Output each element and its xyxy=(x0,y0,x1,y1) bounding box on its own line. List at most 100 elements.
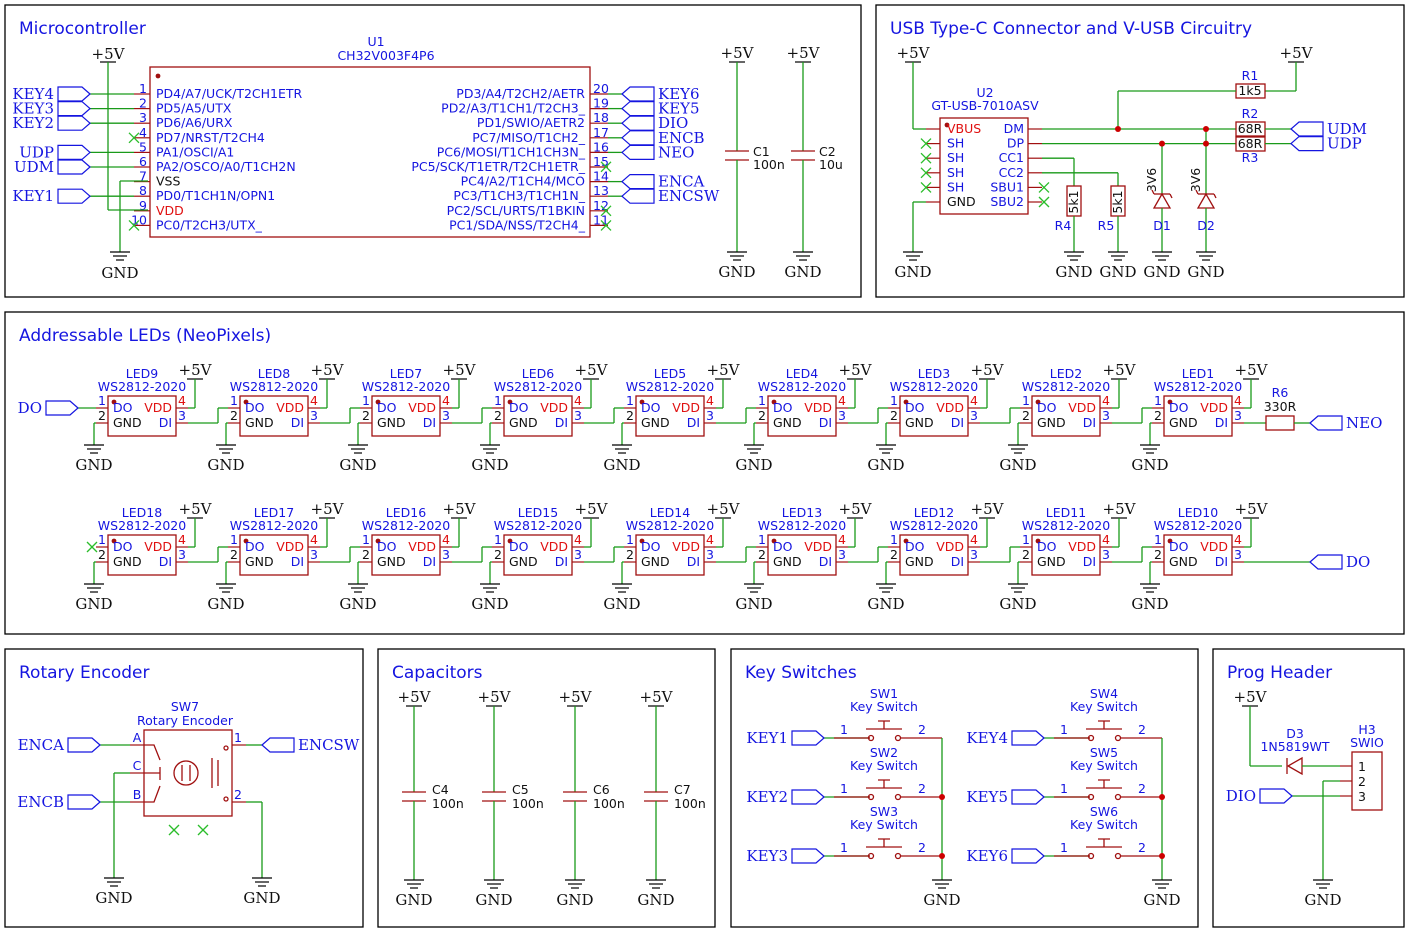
led-pin-name: GND xyxy=(1037,415,1066,430)
flag-shape xyxy=(67,737,101,753)
junction-dot xyxy=(939,794,945,800)
led-pin-num: 1 xyxy=(626,532,634,547)
led-ref: LED12 xyxy=(914,505,954,520)
u2-pin-name: VBUS xyxy=(947,121,981,136)
led-pin-num: 4 xyxy=(1234,532,1242,547)
u1-pin-name: PC7/MISO/T1CH2_ xyxy=(472,130,586,145)
junction-dot xyxy=(1203,140,1209,147)
section-title-encoder: Rotary Encoder xyxy=(19,663,150,683)
cap-value: 100n xyxy=(753,157,785,172)
net-flag-key6: KEY6 xyxy=(621,85,700,103)
flag-label: KEY5 xyxy=(966,788,1008,806)
led-part: WS2812-2020 xyxy=(1022,379,1110,394)
led-pin-name: DI xyxy=(423,415,436,430)
led-pin-num: 4 xyxy=(1102,393,1110,408)
led-pin-num: 4 xyxy=(574,393,582,408)
switch-actuator xyxy=(1086,838,1122,848)
flag-shape xyxy=(621,86,655,102)
switch-part: Key Switch xyxy=(850,699,918,714)
led-pin1-dot xyxy=(771,538,777,544)
led-body xyxy=(107,395,177,437)
led-pin-name: GND xyxy=(113,415,142,430)
flag-label: KEY6 xyxy=(658,85,700,103)
led-pin-name: DO xyxy=(509,539,529,554)
led-pin-num: 1 xyxy=(890,393,898,408)
led-pin-name: GND xyxy=(773,554,802,569)
led-body xyxy=(635,534,705,576)
gnd-label: GND xyxy=(867,595,904,613)
led-pin-name: DO xyxy=(1169,539,1189,554)
led-pin1-dot xyxy=(1167,399,1173,405)
sw7-ref: SW7 xyxy=(171,699,199,714)
net-flag-key6: KEY6 xyxy=(966,847,1045,865)
frame-keys xyxy=(730,648,1199,928)
led-body xyxy=(239,534,309,576)
u1-ref: U1 xyxy=(367,34,384,49)
led-pin-num: 2 xyxy=(1154,547,1162,562)
led-pin-num: 1 xyxy=(230,393,238,408)
led-pin-name: GND xyxy=(509,415,538,430)
led-pin-name: VDD xyxy=(936,400,964,415)
led-ref: LED8 xyxy=(258,366,290,381)
r2-ref: R2 xyxy=(1242,106,1259,121)
gnd-r4: GND xyxy=(1055,251,1093,281)
switch-pin-num: 2 xyxy=(1138,781,1146,796)
led-pin1-dot xyxy=(639,538,645,544)
net-flag-key1: KEY1 xyxy=(12,187,91,205)
zener-triangle xyxy=(1152,192,1172,209)
u1-pin-name: PC0/T2CH3/UTX_ xyxy=(156,217,263,232)
led-pin-num: 3 xyxy=(970,547,978,562)
r6-value: 330R xyxy=(1264,399,1297,414)
flag-shape xyxy=(45,400,79,416)
net-flag-dio: DIO xyxy=(1226,787,1293,805)
gnd-c7: GND xyxy=(637,879,675,909)
led-pin-num: 3 xyxy=(178,547,186,562)
gnd-led8: GND xyxy=(207,444,245,474)
led-pin1-dot xyxy=(243,538,249,544)
led-pin-name: DO xyxy=(905,400,925,415)
gnd-d1: GND xyxy=(1143,251,1181,281)
led-pin-name: DO xyxy=(1169,400,1189,415)
led-part: WS2812-2020 xyxy=(758,518,846,533)
led-pin-name: VDD xyxy=(672,539,700,554)
led-part: WS2812-2020 xyxy=(98,379,186,394)
led-pin-num: 2 xyxy=(362,547,370,562)
flag-label: UDP xyxy=(1327,135,1362,153)
no-connect-mark xyxy=(168,824,180,836)
flag-shape xyxy=(621,188,655,204)
u2-part: GT-USB-7010ASV xyxy=(931,98,1039,113)
led-pin-num: 1 xyxy=(1022,532,1030,547)
flag-shape xyxy=(1011,730,1045,746)
led-pin-name: DI xyxy=(555,415,568,430)
flag-label: ENCB xyxy=(17,793,64,811)
led-pin-num: 4 xyxy=(1102,532,1110,547)
led-pin-num: 3 xyxy=(1102,408,1110,423)
flag-shape xyxy=(621,174,655,190)
led-pin-num: 2 xyxy=(98,408,106,423)
u1-pin-number: 13 xyxy=(593,183,609,198)
u2-pin-name: CC1 xyxy=(999,150,1024,165)
led-pin-name: DO xyxy=(377,400,397,415)
led-pin1-dot xyxy=(639,399,645,405)
u1-pin-number: 2 xyxy=(139,96,147,111)
led-pin-name: VDD xyxy=(408,539,436,554)
vcc-c5: +5V xyxy=(478,688,512,707)
net-flag-key1: KEY1 xyxy=(746,729,825,747)
flag-shape xyxy=(1011,848,1045,864)
net-flag-udp: UDP xyxy=(1290,135,1362,153)
u2-pin-name: DM xyxy=(1004,121,1024,136)
led-pin-name: DI xyxy=(1083,415,1096,430)
vcc-label: +5V xyxy=(179,361,213,379)
nc-stroke-b xyxy=(1038,181,1050,193)
switch-contact xyxy=(1114,793,1122,801)
led-pin-name: DI xyxy=(819,554,832,569)
flag-shape xyxy=(261,737,295,753)
u1-pin-name: PC2/SCL/URTS/T1BKIN xyxy=(447,203,585,218)
